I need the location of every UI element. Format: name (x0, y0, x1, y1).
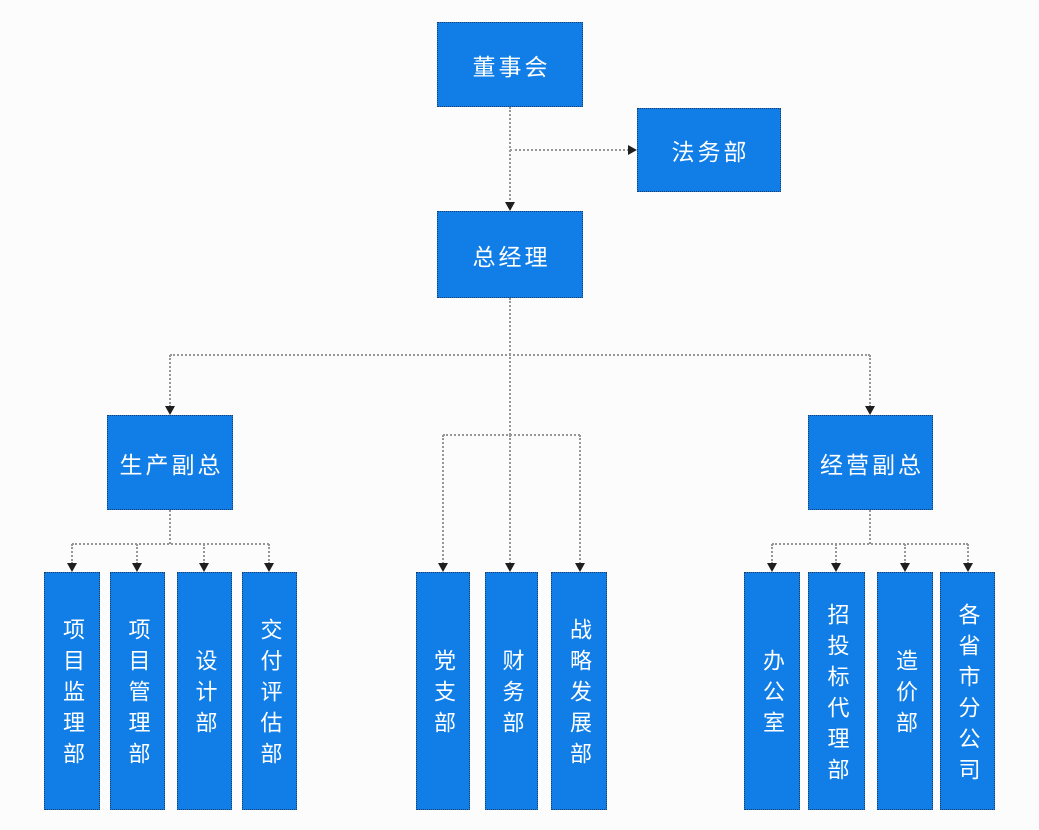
node-design-dept-label: 设计部 (192, 649, 218, 742)
node-operations-vp[interactable]: 经营副总 (808, 415, 933, 510)
connector-drop-strategy (579, 435, 581, 564)
node-design-dept[interactable]: 设计部 (177, 572, 232, 810)
connector-middle-spread (443, 434, 580, 436)
arrowhead-design (199, 563, 209, 572)
node-project-supervision-dept-label: 项目监理部 (60, 618, 85, 773)
connector-operations-vp-down (869, 510, 871, 544)
connector-drop-party (442, 435, 444, 564)
node-project-supervision-dept[interactable]: 项目监理部 (44, 572, 100, 810)
arrowhead-production-vp (165, 406, 175, 415)
connector-operations-spread (772, 543, 968, 545)
node-board-label: 董事会 (472, 53, 551, 80)
connector-drop-finance (509, 435, 511, 564)
connector-drop-delivery (268, 544, 270, 564)
arrowhead-office (767, 563, 777, 572)
node-bidding-agency-dept[interactable]: 招投标代理部 (808, 572, 865, 810)
connector-drop-design (203, 544, 205, 564)
connector-board-legal (510, 149, 629, 151)
node-production-vp-label: 生产副总 (119, 451, 224, 478)
connector-drop-branches (967, 544, 969, 564)
connector-production-spread (72, 543, 269, 545)
arrowhead-supervision (67, 563, 77, 572)
connector-drop-operations-vp (869, 355, 871, 407)
connector-drop-production-vp (169, 355, 171, 407)
node-party-branch[interactable]: 党支部 (416, 572, 470, 810)
connector-board-gm (509, 107, 511, 204)
connector-main-spread (170, 354, 870, 356)
node-project-management-dept-label: 项目管理部 (125, 618, 151, 773)
node-production-vp[interactable]: 生产副总 (107, 415, 233, 510)
arrowhead-finance (505, 563, 515, 572)
connector-drop-office (771, 544, 773, 564)
node-board[interactable]: 董事会 (437, 22, 583, 107)
node-finance-dept-label: 财务部 (499, 649, 525, 742)
arrowhead-operations-vp (865, 406, 875, 415)
connector-drop-project-mgmt (136, 544, 138, 564)
connector-drop-cost (904, 544, 906, 564)
arrowhead-delivery (264, 563, 274, 572)
node-strategic-development-dept-label: 战略发展部 (567, 618, 592, 773)
node-strategic-development-dept[interactable]: 战略发展部 (551, 572, 607, 810)
node-delivery-evaluation-dept-label: 交付评估部 (257, 618, 283, 773)
arrowhead-cost (900, 563, 910, 572)
node-general-manager-label: 总经理 (472, 243, 551, 270)
connector-gm-down (509, 298, 511, 435)
node-cost-dept[interactable]: 造价部 (877, 572, 933, 810)
node-office[interactable]: 办公室 (744, 572, 800, 810)
node-office-label: 办公室 (760, 649, 785, 742)
node-delivery-evaluation-dept[interactable]: 交付评估部 (242, 572, 297, 810)
connector-drop-bidding (835, 544, 837, 564)
arrowhead-bidding (831, 563, 841, 572)
node-operations-vp-label: 经营副总 (820, 451, 924, 478)
node-project-management-dept[interactable]: 项目管理部 (110, 572, 165, 810)
node-finance-dept[interactable]: 财务部 (485, 572, 538, 810)
arrowhead-legal (628, 145, 637, 155)
arrowhead-party (438, 563, 448, 572)
arrowhead-strategy (575, 563, 585, 572)
node-provincial-branches-label: 各省市分公司 (955, 602, 981, 789)
node-legal[interactable]: 法务部 (637, 108, 781, 192)
arrowhead-branches (963, 563, 973, 572)
arrowhead-gm (505, 202, 515, 211)
node-party-branch-label: 党支部 (431, 649, 456, 742)
node-provincial-branches[interactable]: 各省市分公司 (940, 572, 995, 810)
connector-drop-supervision (71, 544, 73, 564)
connector-production-vp-down (169, 510, 171, 544)
node-general-manager[interactable]: 总经理 (437, 211, 583, 298)
node-legal-label: 法务部 (671, 139, 750, 165)
arrowhead-project-mgmt (132, 563, 142, 572)
node-bidding-agency-dept-label: 招投标代理部 (824, 602, 850, 789)
node-cost-dept-label: 造价部 (893, 649, 918, 742)
